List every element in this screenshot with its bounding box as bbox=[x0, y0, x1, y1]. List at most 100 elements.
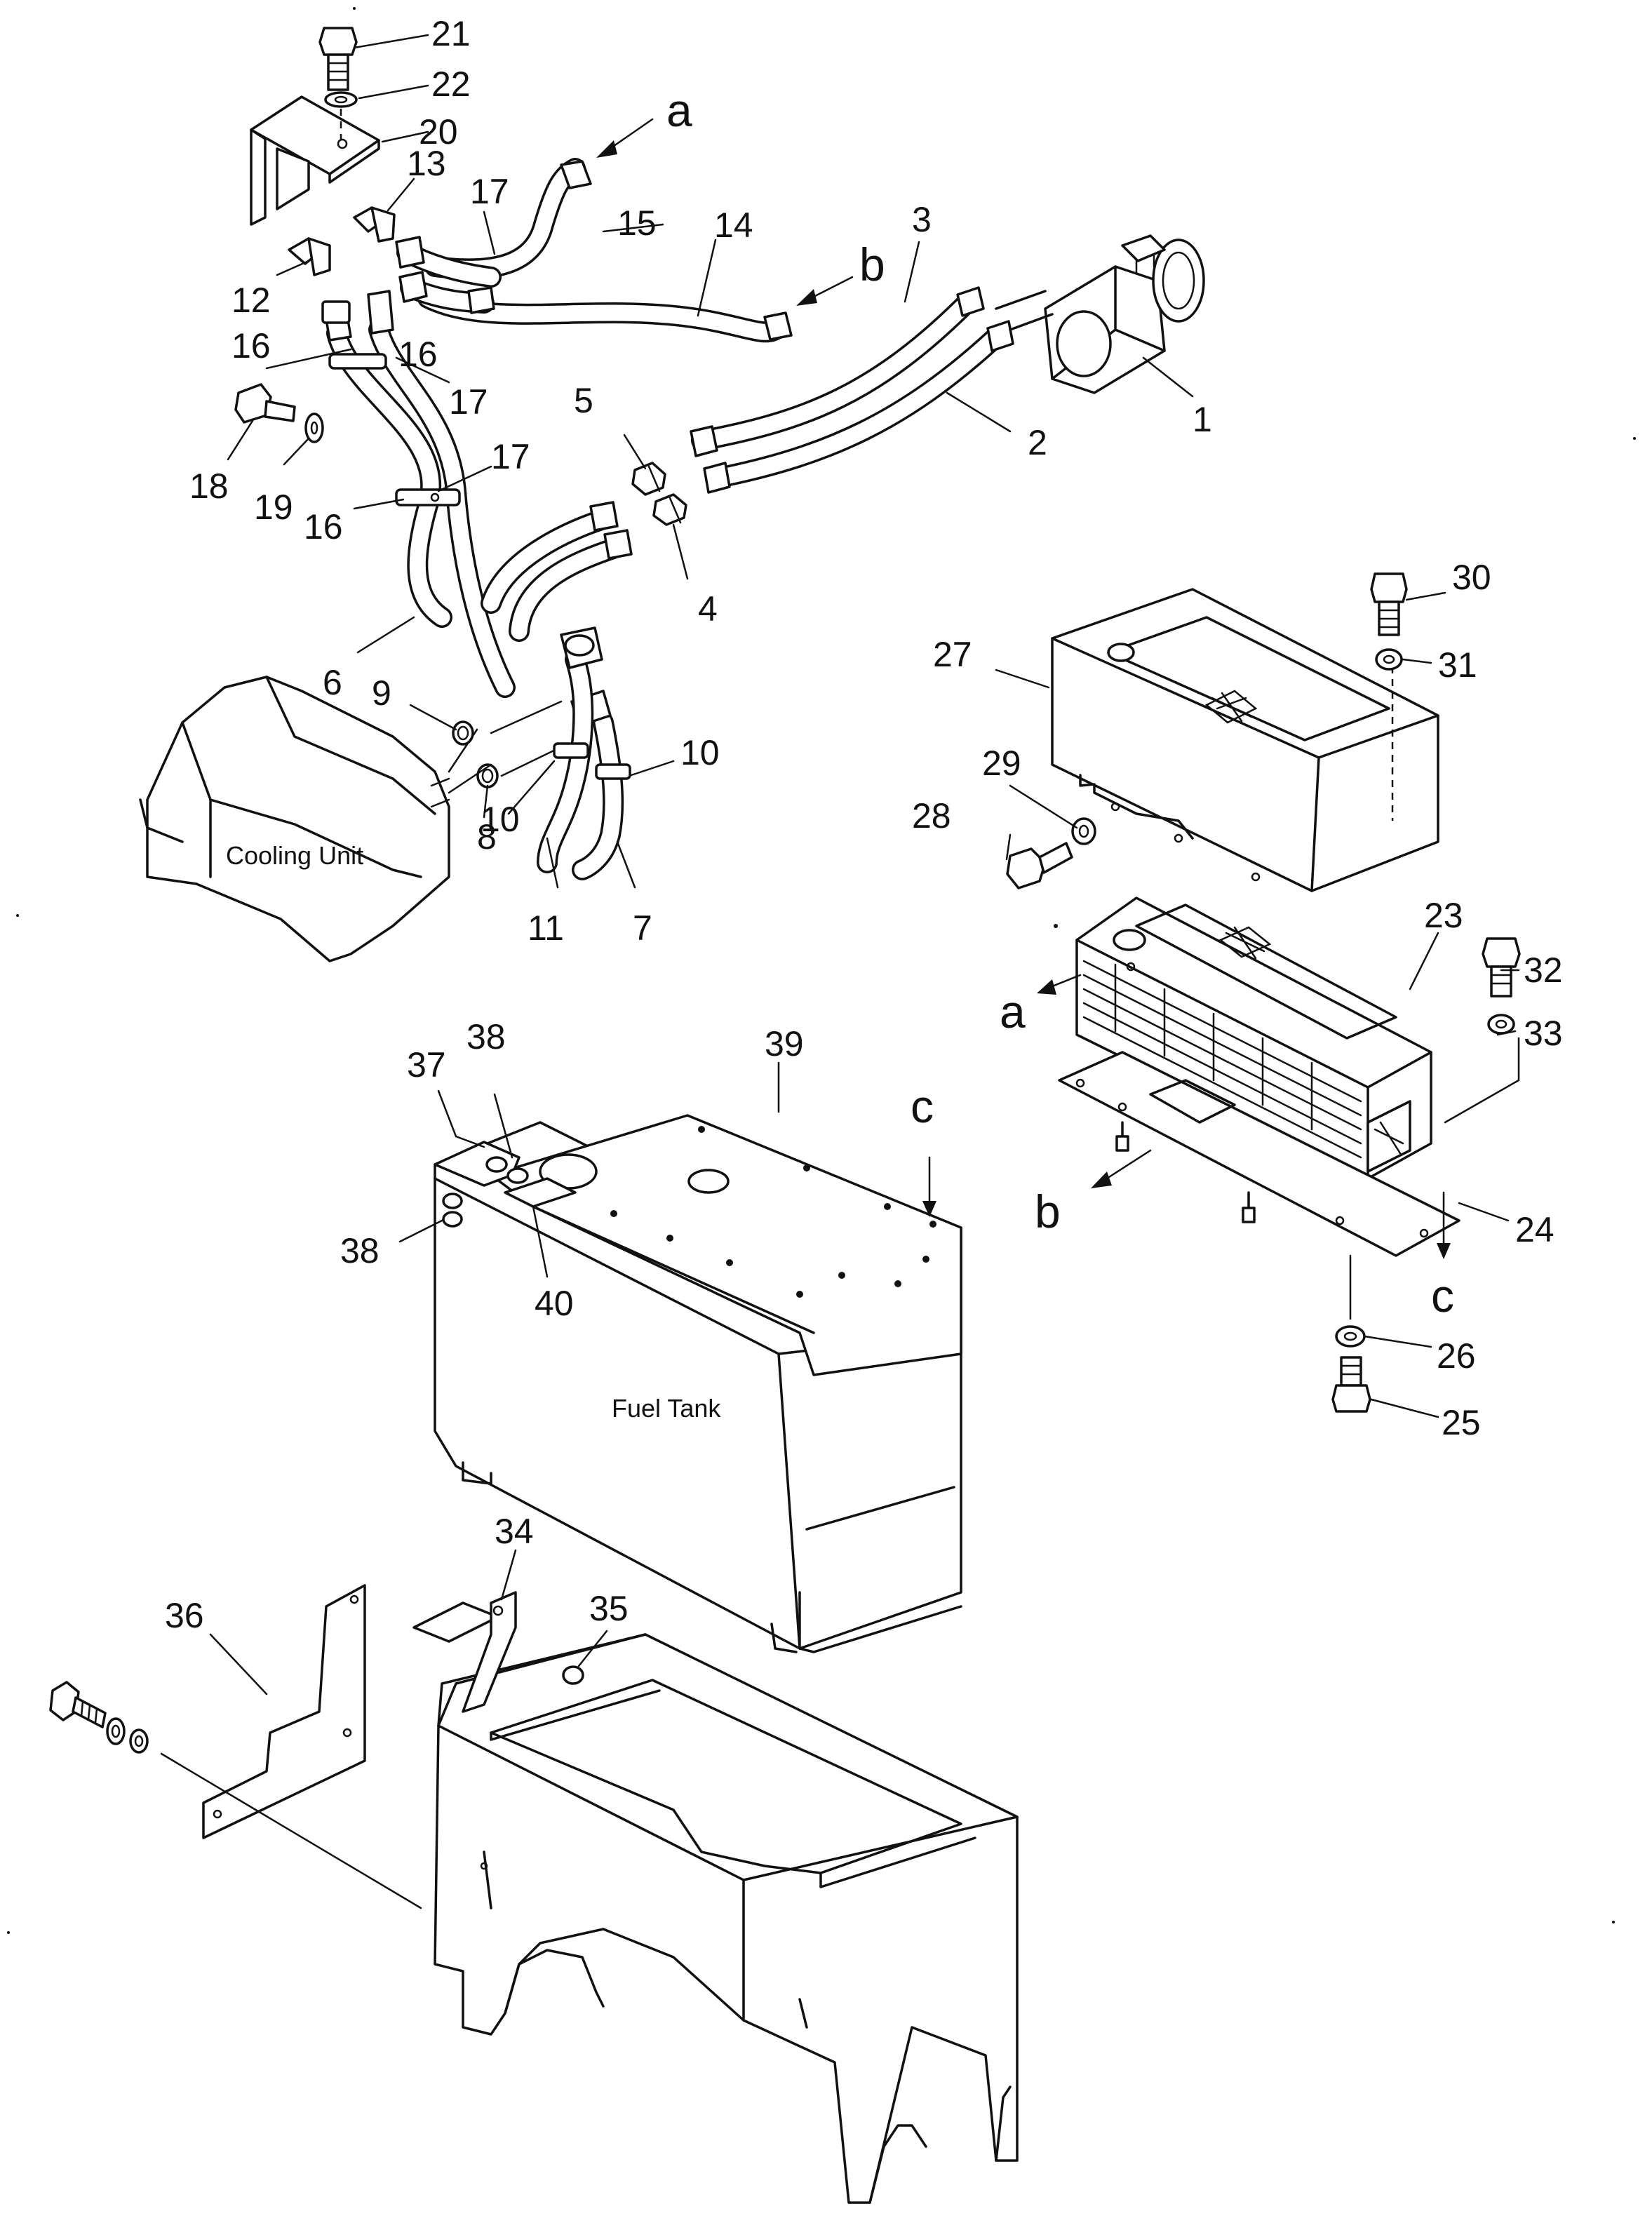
cap-38-top bbox=[485, 1156, 529, 1184]
bracket-20 bbox=[250, 95, 380, 226]
heater-23 bbox=[1075, 897, 1432, 1180]
part-label-40: 40 bbox=[535, 1284, 574, 1323]
part-label-7: 7 bbox=[633, 908, 652, 948]
part-label-15: 15 bbox=[617, 203, 657, 243]
elbow-12 bbox=[288, 237, 331, 276]
fitting-4 bbox=[652, 493, 687, 526]
hose-4-5-run bbox=[481, 501, 633, 642]
bracket-40 bbox=[504, 1177, 577, 1208]
part-label-17-mid: 17 bbox=[449, 382, 488, 422]
arrow-c-heater bbox=[1437, 1191, 1451, 1259]
bracket-24 bbox=[1058, 1051, 1460, 1257]
part-label-24: 24 bbox=[1515, 1210, 1554, 1249]
part-label-10-right: 10 bbox=[680, 733, 720, 772]
plate-37 bbox=[434, 1141, 521, 1187]
cap-38-side bbox=[442, 1193, 463, 1228]
part-label-28: 28 bbox=[912, 796, 951, 835]
part-label-9: 9 bbox=[372, 673, 391, 713]
washer-36-b bbox=[129, 1728, 149, 1754]
arrow-a-heater bbox=[1037, 974, 1082, 995]
part-label-39: 39 bbox=[765, 1024, 804, 1063]
arrow-b-heater bbox=[1091, 1149, 1152, 1188]
marker-b-heater: b bbox=[1035, 1186, 1061, 1237]
washer-29 bbox=[1071, 817, 1096, 845]
fitting-5 bbox=[631, 462, 666, 496]
clamp-10-right bbox=[595, 763, 631, 780]
part-label-12: 12 bbox=[231, 281, 271, 320]
part-label-5: 5 bbox=[574, 381, 593, 420]
valve-1 bbox=[995, 234, 1205, 394]
part-label-6: 6 bbox=[323, 663, 342, 702]
part-label-21: 21 bbox=[431, 14, 471, 53]
part-label-3: 3 bbox=[912, 200, 932, 239]
washer-22 bbox=[324, 91, 358, 108]
plate-36 bbox=[202, 1584, 366, 1839]
part-label-29: 29 bbox=[982, 744, 1021, 783]
cooling-unit-label: Cooling Unit bbox=[226, 841, 363, 870]
part-label-8: 8 bbox=[477, 817, 497, 857]
bolt-28 bbox=[1006, 842, 1073, 889]
part-label-11: 11 bbox=[528, 908, 564, 948]
part-label-30: 30 bbox=[1452, 558, 1491, 597]
bolt-18 bbox=[234, 383, 296, 424]
marker-a-heater: a bbox=[1000, 986, 1026, 1038]
part-label-1: 1 bbox=[1193, 400, 1212, 439]
leader-lines bbox=[209, 34, 1520, 1695]
part-label-19: 19 bbox=[254, 488, 293, 527]
part-label-35: 35 bbox=[589, 1589, 629, 1628]
part-label-2: 2 bbox=[1028, 423, 1047, 462]
part-label-16-upper: 16 bbox=[231, 326, 271, 365]
bolt-25 bbox=[1331, 1356, 1371, 1413]
part-label-37: 37 bbox=[407, 1045, 446, 1085]
part-label-13: 13 bbox=[407, 144, 446, 183]
base-frame bbox=[434, 1633, 1019, 2204]
part-label-26: 26 bbox=[1437, 1336, 1476, 1376]
part-label-14: 14 bbox=[714, 206, 753, 245]
part-label-25: 25 bbox=[1442, 1403, 1481, 1442]
plug-35 bbox=[562, 1665, 584, 1685]
part-label-36: 36 bbox=[165, 1596, 204, 1635]
washer-19 bbox=[304, 412, 324, 443]
washer-31 bbox=[1375, 648, 1403, 671]
arrow-b-top bbox=[796, 276, 854, 306]
marker-c-tank: c bbox=[911, 1080, 934, 1132]
washer-33 bbox=[1487, 1014, 1515, 1035]
part-label-38-top: 38 bbox=[466, 1017, 506, 1056]
washer-36-a bbox=[106, 1717, 126, 1745]
hose-3 bbox=[690, 286, 985, 457]
part-label-31: 31 bbox=[1438, 645, 1477, 685]
part-label-4: 4 bbox=[698, 589, 718, 629]
part-label-27: 27 bbox=[933, 635, 972, 674]
part-label-32: 32 bbox=[1524, 951, 1563, 990]
bolt-21 bbox=[318, 27, 358, 91]
fuel-tank: Fuel Tank bbox=[434, 1114, 962, 1653]
part-label-18: 18 bbox=[189, 466, 229, 506]
marker-c-heater: c bbox=[1431, 1270, 1454, 1322]
part-label-10-left: 10 bbox=[481, 800, 520, 839]
cover-27 bbox=[1051, 588, 1439, 892]
elbow-11 bbox=[537, 626, 603, 873]
bracket-34 bbox=[412, 1591, 517, 1713]
bolt-30 bbox=[1370, 572, 1408, 636]
bolt-36-screw bbox=[49, 1681, 107, 1728]
elbow-13 bbox=[353, 206, 396, 243]
bolt-33-guide-line bbox=[1444, 1037, 1520, 1124]
part-number-labels: 21 22 20 13 17 15 14 3 12 16 16 17 1 2 5… bbox=[165, 14, 1563, 1635]
arrow-a-top bbox=[596, 118, 654, 158]
washer-26 bbox=[1335, 1325, 1366, 1348]
hose-17-upper-connectors bbox=[395, 236, 502, 314]
part-label-34: 34 bbox=[495, 1512, 534, 1551]
part-label-17-low: 17 bbox=[491, 437, 530, 476]
o-ring-9 bbox=[452, 720, 474, 746]
bolt-32 bbox=[1482, 937, 1521, 998]
o-ring-guide-lines bbox=[448, 700, 570, 794]
arrow-c-tank bbox=[922, 1156, 936, 1217]
clamp-16-17 bbox=[328, 353, 461, 506]
part-label-17-top: 17 bbox=[470, 172, 509, 211]
fuel-tank-label: Fuel Tank bbox=[612, 1394, 721, 1423]
hose-15 bbox=[424, 158, 592, 280]
part-label-16-mid: 16 bbox=[398, 335, 438, 374]
clamp-10-left bbox=[553, 742, 589, 759]
plate-36-guide-line bbox=[160, 1752, 422, 1909]
